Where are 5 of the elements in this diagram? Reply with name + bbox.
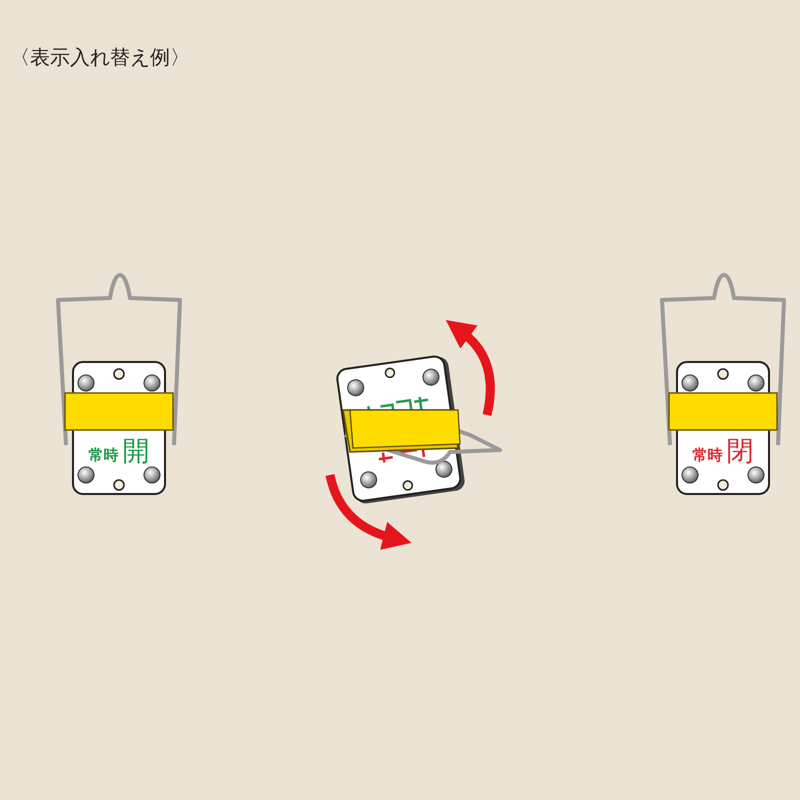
tag-status: 開 [122, 435, 150, 469]
tag-status: 閉 [726, 435, 754, 469]
heading: 〈表示入れ替え例〉 [10, 44, 190, 71]
tag-label: 常時 [88, 446, 118, 465]
tag-label: 常時 [692, 446, 722, 465]
